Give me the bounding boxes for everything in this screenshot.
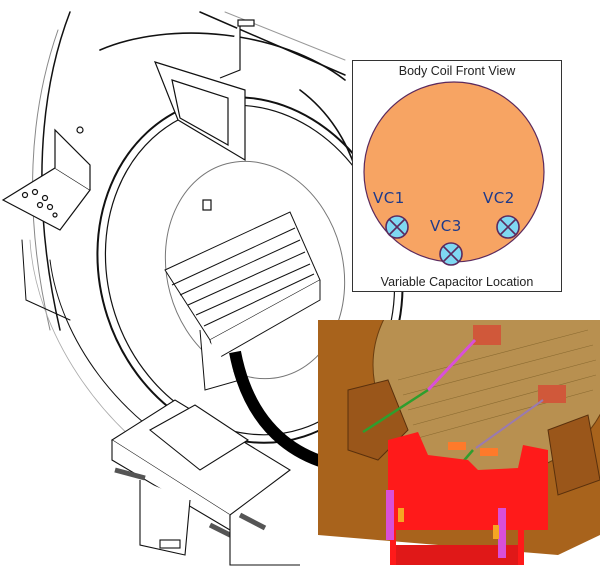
capacitor-vc1: [385, 215, 409, 239]
capacitor-vc3: [439, 242, 463, 266]
patient-table: [164, 211, 321, 391]
mounting-bracket: [388, 432, 548, 530]
right-lobe: [547, 414, 600, 496]
tuning-rod-purple-2: [475, 399, 544, 449]
capacitor-label-vc1: VC1: [373, 189, 405, 207]
tuning-rod-purple: [426, 338, 477, 392]
capacitor-block-right: [538, 385, 566, 403]
tuner-left: [386, 490, 394, 540]
capacitor-block-top: [473, 325, 501, 345]
patient-display-monitor: [153, 19, 255, 211]
callout-footer: Variable Capacitor Location: [380, 275, 534, 289]
tuner-right: [498, 508, 506, 558]
cad-detail-view: [318, 320, 600, 565]
capacitor-vc2: [496, 215, 520, 239]
operator-console: [110, 399, 300, 566]
body-coil-callout: Body Coil Front View VC1 VC2 VC3 Variabl…: [352, 60, 562, 292]
callout-title: Body Coil Front View: [398, 64, 516, 78]
capacitor-label-vc2: VC2: [483, 189, 515, 207]
tuning-rod-green-1: [362, 388, 429, 434]
capacitor-label-vc3: VC3: [430, 217, 462, 235]
gantry-control-panel: [1, 126, 91, 231]
